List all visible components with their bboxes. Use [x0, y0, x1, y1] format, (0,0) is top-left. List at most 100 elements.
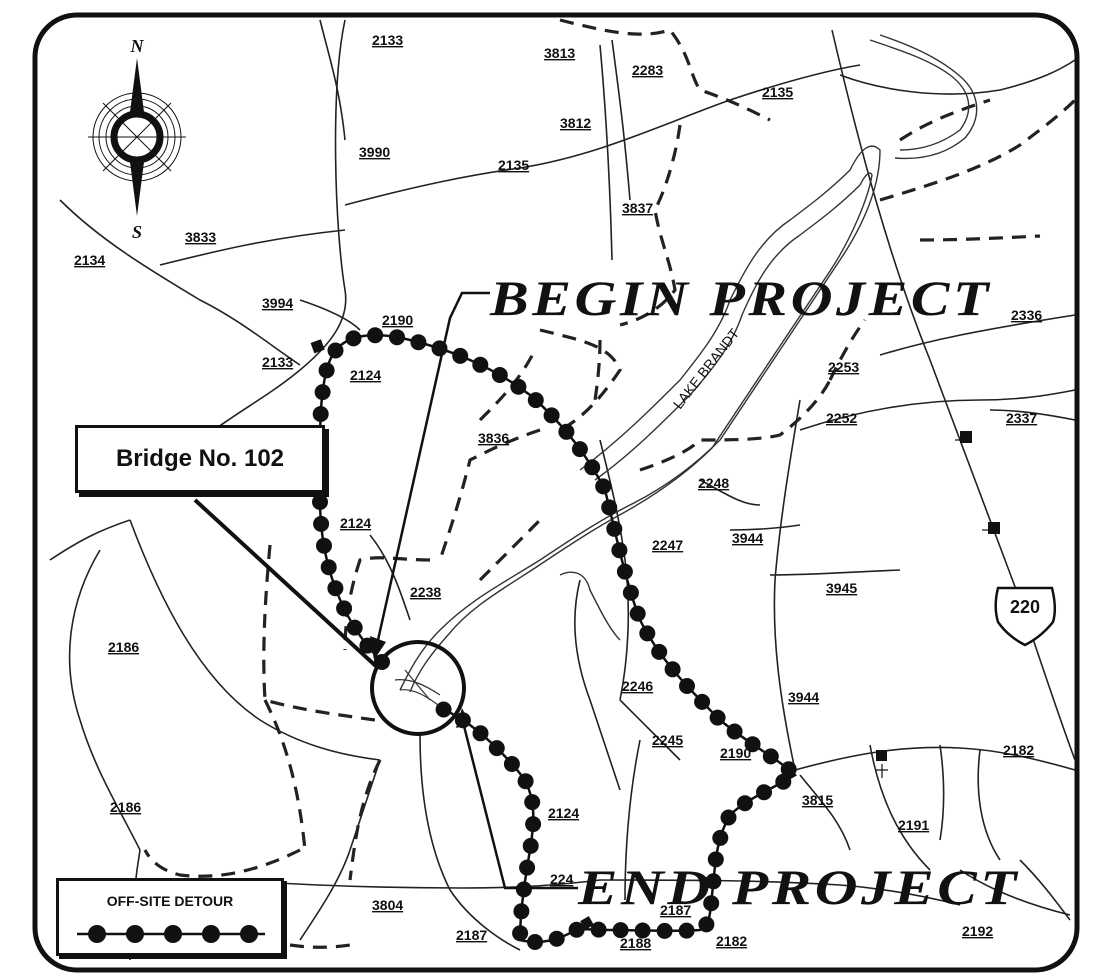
detour-dot [639, 625, 656, 642]
detour-dot [709, 709, 726, 726]
detour-dot [679, 678, 695, 694]
detour-dot [312, 494, 328, 510]
lake-name-label: LAKE BRANDT [670, 325, 743, 412]
road-label: 224 [550, 871, 574, 887]
cemetery-crosses [876, 439, 989, 778]
road-label: 3836 [478, 430, 509, 446]
detour-dot [512, 925, 529, 942]
road-label: 2336 [1011, 307, 1042, 323]
detour-dot [522, 837, 539, 854]
detour-dot [601, 499, 618, 516]
detour-dot [664, 661, 681, 678]
detour-dot [703, 895, 720, 912]
road-label: 2134 [74, 252, 105, 268]
compass-south-label: S [132, 222, 142, 242]
road-label: 2187 [660, 902, 691, 918]
road-label: 2248 [698, 475, 729, 491]
detour-dot [744, 736, 761, 753]
detour-dot [590, 921, 607, 938]
road-label: 2247 [652, 537, 683, 553]
detour-dot [543, 407, 560, 424]
compass-rose-icon [88, 58, 186, 216]
detour-dot [694, 693, 711, 710]
bridge-leader-line [193, 498, 380, 670]
bridge-label-box: Bridge No. 102 [75, 425, 325, 493]
road-label: 3990 [359, 144, 390, 160]
detour-dot [515, 881, 532, 898]
detour-dot [527, 934, 543, 950]
detour-dot [712, 829, 729, 846]
detour-dot [389, 329, 405, 346]
detour-dot [571, 441, 588, 458]
begin-project-label: BEGIN PROJECT [489, 270, 992, 326]
detour-dot [314, 384, 331, 401]
detour-dot [472, 356, 489, 373]
road-label: 2124 [548, 805, 579, 821]
detour-dot [327, 580, 344, 597]
detour-dot [410, 334, 427, 351]
road-label: 2186 [108, 639, 139, 655]
detour-dot [524, 794, 541, 811]
detour-dot [320, 559, 337, 576]
detour-dot [726, 723, 743, 740]
detour-dot [367, 327, 384, 344]
detour-dot [780, 761, 797, 778]
detour-dot [517, 773, 534, 790]
detour-dot [736, 795, 753, 812]
detour-dot [622, 584, 639, 601]
map-border [32, 12, 1080, 973]
legend-title: OFF-SITE DETOUR [106, 893, 234, 909]
highway-shield-icon: 220 [994, 586, 1057, 647]
begin-project-pointer [370, 291, 490, 660]
road-label: 2192 [962, 923, 993, 939]
detour-dot [345, 330, 362, 347]
road-label: 2188 [620, 935, 651, 951]
detour-dot [318, 362, 335, 379]
detour-dot [525, 816, 542, 833]
detour-dot [316, 537, 332, 554]
detour-dot [606, 520, 623, 537]
detour-dot [656, 922, 673, 939]
road-label: 3944 [732, 530, 763, 546]
bridge-circle [370, 640, 466, 736]
detour-dot [678, 922, 695, 939]
road-label: 2245 [652, 732, 683, 748]
detour-dot [435, 701, 452, 718]
detour-route [318, 333, 798, 944]
road-label: 2135 [762, 84, 793, 100]
detour-dot [595, 478, 612, 495]
road-label: 3813 [544, 45, 575, 61]
dashed-boundaries [143, 18, 1077, 949]
road-label: 2191 [898, 817, 929, 833]
detour-dot [775, 773, 792, 790]
detour-dot [705, 873, 722, 890]
road-label: 2283 [632, 62, 663, 78]
road-label: 2186 [110, 799, 141, 815]
detour-dot [568, 921, 585, 938]
detour-dot [519, 859, 536, 876]
road-label: 2337 [1006, 410, 1037, 426]
detour-dot [762, 748, 779, 765]
road-label: 2182 [1003, 742, 1034, 758]
detour-dot [584, 459, 601, 476]
detour-dot [327, 342, 344, 359]
road-label: 2190 [382, 312, 413, 328]
detour-dot [527, 392, 544, 409]
detour-dot [510, 378, 527, 395]
end-project-label: END PROJECT [577, 859, 1020, 915]
end-project-pointer [456, 708, 578, 890]
road-label: 3994 [262, 295, 293, 311]
road-label: 2124 [340, 515, 371, 531]
detour-dot [491, 367, 508, 383]
structure-markers [310, 339, 1000, 930]
compass-north-label: N [130, 36, 145, 56]
detour-dot [611, 542, 628, 559]
detour-dot [634, 922, 651, 939]
road-label: 3833 [185, 229, 216, 245]
road-label: 2135 [498, 157, 529, 173]
legend: OFF-SITE DETOUR [56, 878, 284, 956]
road-label: 3815 [802, 792, 833, 808]
bridge-label: Bridge No. 102 [115, 445, 285, 472]
road-label: 2133 [372, 32, 403, 48]
